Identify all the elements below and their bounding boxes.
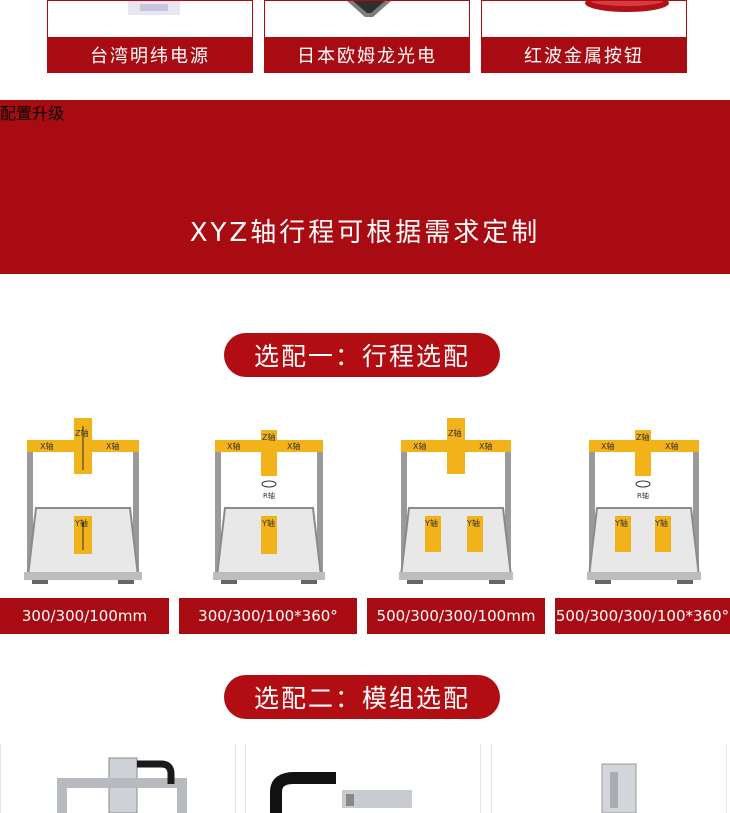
svg-text:X轴: X轴: [665, 441, 678, 451]
svg-text:Y轴: Y轴: [424, 518, 438, 528]
svg-text:X轴: X轴: [601, 441, 614, 451]
config-upgrade-banner: [0, 100, 730, 274]
part-card-power-supply[interactable]: 台湾明纬电源: [47, 0, 253, 73]
banner-subtitle: XYZ轴行程可根据需求定制: [189, 218, 541, 248]
section-title-stroke-options: 选配一：行程选配: [224, 333, 500, 377]
gantry-diagram-dual-y: X轴 X轴 Z轴 Y轴 Y轴: [367, 404, 545, 596]
svg-text:Z轴: Z轴: [262, 432, 275, 442]
svg-text:Y轴: Y轴: [261, 518, 275, 528]
svg-text:X轴: X轴: [106, 441, 119, 451]
svg-text:R轴: R轴: [637, 491, 649, 500]
stroke-option-label: 500/300/300/100mm: [367, 598, 545, 634]
svg-text:X轴: X轴: [479, 441, 492, 451]
module-photo-linear-axis[interactable]: [491, 744, 727, 813]
svg-text:X轴: X轴: [40, 441, 53, 451]
part-card-metal-button[interactable]: 红波金属按钮: [481, 0, 687, 73]
section-title-module-options: 选配二：模组选配: [224, 675, 500, 719]
stroke-option-card[interactable]: X轴 X轴 Z轴 Y轴 300/300/100mm: [0, 404, 169, 634]
gantry-diagram-4axis: X轴 X轴 Z轴 R轴 Y轴: [179, 404, 357, 596]
stroke-option-card[interactable]: X轴 X轴 Z轴 R轴 Y轴 300/300/100*360°: [179, 404, 357, 634]
part-label: 日本欧姆龙光电: [265, 37, 469, 72]
stroke-option-card[interactable]: X轴 X轴 Z轴 Y轴 Y轴 500/300/300/100mm: [367, 404, 545, 634]
part-label: 红波金属按钮: [482, 37, 686, 72]
module-photo-gantry[interactable]: [0, 744, 236, 813]
omron-sensor-photo: [265, 1, 469, 38]
metal-button-photo: [482, 1, 686, 38]
svg-text:Y轴: Y轴: [74, 518, 88, 528]
stroke-option-card[interactable]: X轴 X轴 Z轴 R轴 Y轴 Y轴 500/300/300/100*360°: [555, 404, 730, 634]
svg-text:Y轴: Y轴: [654, 518, 668, 528]
stroke-option-label: 500/300/300/100*360°: [555, 598, 730, 634]
module-photo-cable-chain[interactable]: [245, 744, 481, 813]
part-label: 台湾明纬电源: [48, 37, 252, 72]
gantry-diagram-3axis: X轴 X轴 Z轴 Y轴: [0, 404, 169, 596]
power-supply-photo: [48, 1, 252, 38]
banner-title: 配置升级: [0, 104, 65, 123]
part-card-omron-sensor[interactable]: 日本欧姆龙光电: [264, 0, 470, 73]
svg-text:Z轴: Z轴: [75, 428, 88, 438]
svg-text:X轴: X轴: [287, 441, 300, 451]
svg-text:Y轴: Y轴: [466, 518, 480, 528]
svg-text:X轴: X轴: [413, 441, 426, 451]
stroke-option-label: 300/300/100mm: [0, 598, 169, 634]
svg-text:Z轴: Z轴: [636, 432, 649, 442]
svg-text:Y轴: Y轴: [614, 518, 628, 528]
svg-text:R轴: R轴: [263, 491, 275, 500]
gantry-diagram-dual-y-rotary: X轴 X轴 Z轴 R轴 Y轴 Y轴: [555, 404, 730, 596]
stroke-option-label: 300/300/100*360°: [179, 598, 357, 634]
svg-text:X轴: X轴: [227, 441, 240, 451]
svg-text:Z轴: Z轴: [448, 428, 461, 438]
